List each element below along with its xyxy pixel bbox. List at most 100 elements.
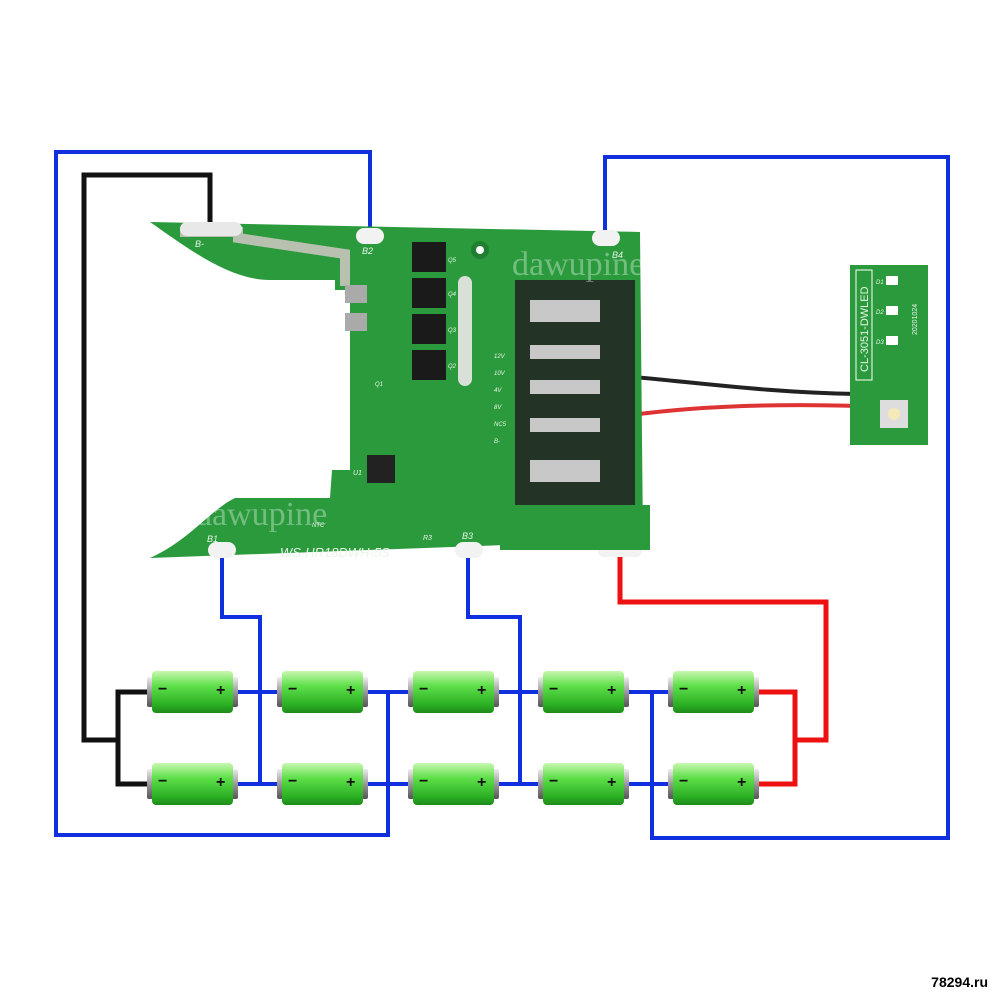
label-b3: B3 <box>462 531 473 541</box>
battery-cell: −+ <box>408 763 499 805</box>
cell-body <box>413 763 494 805</box>
wire-b4 <box>603 155 950 840</box>
cell-cap-minus <box>147 677 153 707</box>
cell-cap-plus <box>753 677 759 707</box>
wire-bminus <box>81 172 213 743</box>
watermark: dawupine <box>512 246 644 283</box>
led-board-date: 20201024 <box>912 304 919 335</box>
cell-minus-label: − <box>158 681 167 698</box>
pad-b4 <box>592 230 620 246</box>
label-b-conn: B- <box>494 439 500 445</box>
cell-plus-label: + <box>477 774 486 791</box>
cell-plus-label: + <box>346 682 355 699</box>
label-q1: Q1 <box>375 382 383 388</box>
cell-plus-label: + <box>607 682 616 699</box>
cell-minus-label: − <box>679 681 688 698</box>
label-nc5: NC5 <box>494 422 507 428</box>
battery-cells: −+−+−+−+−+−+−+−+−+−+ <box>147 671 759 805</box>
label-b4: B4 <box>612 250 623 260</box>
cell-minus-label: − <box>158 773 167 790</box>
pad-b2 <box>356 228 384 244</box>
cell-cap-plus <box>362 677 368 707</box>
label-ntc: NTC <box>312 523 325 529</box>
label-r3: R3 <box>423 535 432 542</box>
cell-body <box>543 763 624 805</box>
led-d3 <box>886 336 898 345</box>
cell-plus-label: + <box>737 774 746 791</box>
cell-minus-label: − <box>419 681 428 698</box>
label-b1: B1 <box>207 534 218 544</box>
led-indicators <box>886 276 898 345</box>
cell-plus-label: + <box>737 682 746 699</box>
mosfets <box>412 242 446 380</box>
cell-cap-plus <box>232 769 238 799</box>
label-b2: B2 <box>362 246 373 256</box>
cell-cap-minus <box>538 769 544 799</box>
battery-cell: −+ <box>538 763 629 805</box>
label-q5: Q5 <box>448 258 457 264</box>
label-q2: Q2 <box>448 364 457 370</box>
battery-cell: −+ <box>538 671 629 713</box>
cell-plus-label: + <box>607 774 616 791</box>
cell-plus-label: + <box>216 774 225 791</box>
battery-cell: −+ <box>147 763 238 805</box>
cell-body <box>152 671 233 713</box>
cell-cap-plus <box>362 769 368 799</box>
site-watermark: 78294.ru <box>931 974 988 990</box>
label-q3: Q3 <box>448 328 457 334</box>
wire-b2 <box>54 150 390 837</box>
cell-minus-label: − <box>679 773 688 790</box>
cell-cap-minus <box>408 677 414 707</box>
cell-cap-plus <box>493 677 499 707</box>
cell-cap-minus <box>277 769 283 799</box>
label-u1: U1 <box>353 470 362 477</box>
wire-b1 <box>220 555 262 784</box>
cell-plus-label: + <box>216 682 225 699</box>
pad-b3 <box>455 542 483 558</box>
cell-cap-plus <box>232 677 238 707</box>
label-q4: Q4 <box>448 292 457 298</box>
wire-b3 <box>466 555 522 784</box>
cell-cap-plus <box>753 769 759 799</box>
cell-minus-label: − <box>549 681 558 698</box>
label-bminus: B- <box>195 239 204 249</box>
watermark: dawupine <box>195 496 327 533</box>
cell-cap-minus <box>668 677 674 707</box>
cell-body <box>413 671 494 713</box>
battery-cell: −+ <box>147 671 238 713</box>
cell-plus-label: + <box>346 774 355 791</box>
cell-body <box>152 763 233 805</box>
label-d2: D2 <box>876 310 884 316</box>
battery-cell: −+ <box>277 671 368 713</box>
cell-body <box>282 763 363 805</box>
battery-cell: −+ <box>668 763 759 805</box>
pad-bminus <box>180 222 242 236</box>
cell-minus-label: − <box>419 773 428 790</box>
cell-cap-plus <box>493 769 499 799</box>
cell-body <box>673 763 754 805</box>
label-d3: D3 <box>876 340 884 346</box>
wire-bplus-split <box>756 689 798 787</box>
cell-body <box>543 671 624 713</box>
battery-cell: −+ <box>668 671 759 713</box>
led-d1 <box>886 276 898 285</box>
board-model: WS-HR18DWH-5S <box>280 545 390 560</box>
cell-cap-minus <box>408 769 414 799</box>
cell-minus-label: − <box>288 773 297 790</box>
wire-bplus <box>617 550 829 743</box>
cell-minus-label: − <box>549 773 558 790</box>
cell-cap-plus <box>623 769 629 799</box>
cell-body <box>673 671 754 713</box>
label-d1: D1 <box>876 280 884 286</box>
cell-cap-minus <box>277 677 283 707</box>
led-board-model: CL-3051-DWLED <box>859 286 871 372</box>
cell-body <box>282 671 363 713</box>
battery-cell: −+ <box>277 763 368 805</box>
cell-cap-minus <box>538 677 544 707</box>
label-12v: 12V <box>494 354 506 360</box>
battery-cell: −+ <box>408 671 499 713</box>
led-board: CL-3051-DWLED 20201024 D1 D2 D3 <box>850 265 928 445</box>
label-4v: 4V <box>494 388 502 394</box>
cell-cap-minus <box>147 769 153 799</box>
